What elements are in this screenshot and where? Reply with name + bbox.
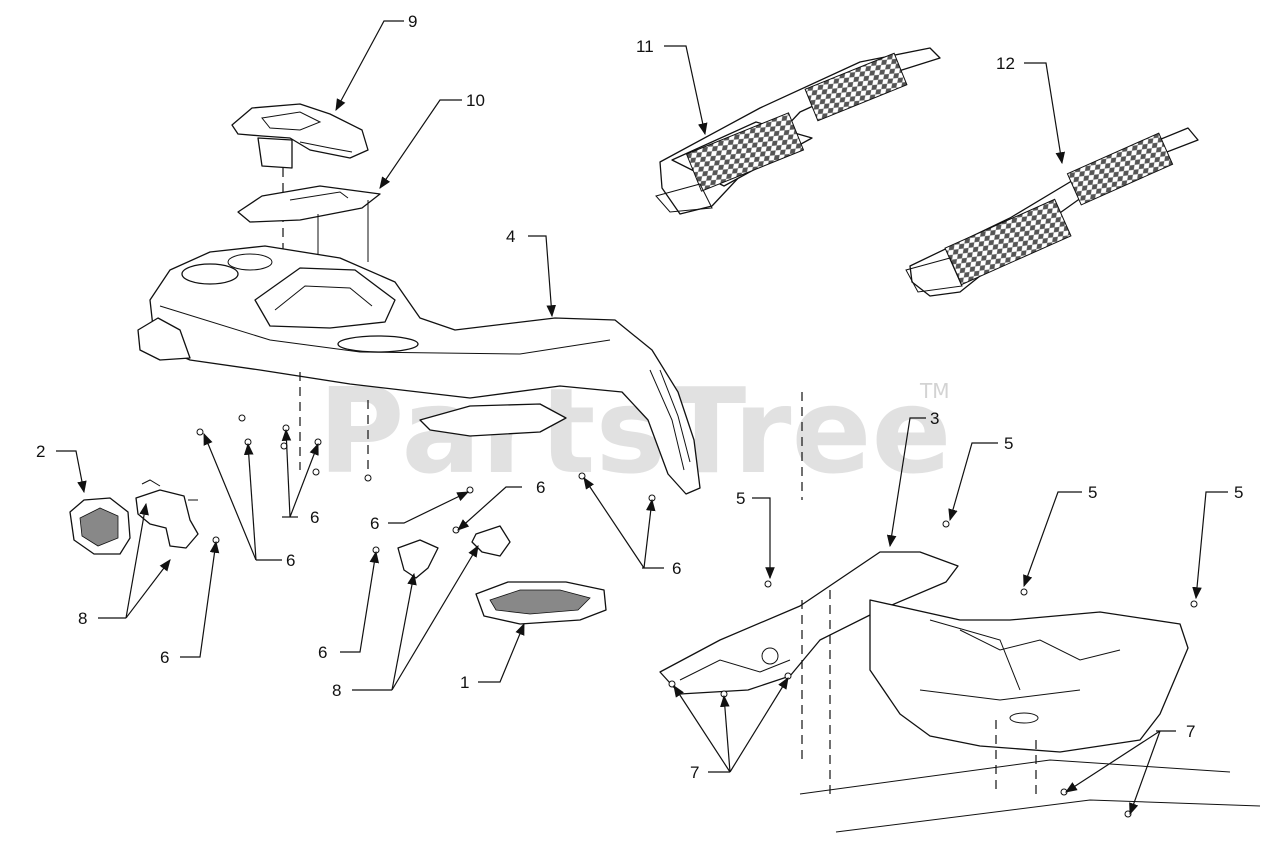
part-2-lens (69, 497, 131, 555)
callout-4: 4 (506, 227, 515, 246)
callout-6-d: 6 (536, 478, 545, 497)
callout-6-e: 6 (672, 559, 681, 578)
leader-lines (56, 20, 1228, 816)
callout-labels: 9 10 11 12 4 3 2 5 5 5 5 6 6 6 6 6 6 6 8… (36, 12, 1243, 782)
callout-8-a: 8 (78, 609, 87, 628)
callout-6-b: 6 (310, 508, 319, 527)
callout-9: 9 (408, 12, 417, 31)
callout-5-c: 5 (1088, 483, 1097, 502)
callout-2: 2 (36, 442, 45, 461)
part-1-lens (475, 581, 607, 625)
part-3-frame (659, 551, 1189, 753)
callout-5-d: 5 (1234, 483, 1243, 502)
part-12-footrest (905, 127, 1199, 297)
trademark-mark: TM (919, 379, 949, 403)
callout-5-a: 5 (736, 489, 745, 508)
ground-line-2 (835, 799, 1261, 833)
callout-10: 10 (466, 91, 485, 110)
callout-7-b: 7 (1186, 722, 1195, 741)
callout-11: 11 (636, 37, 654, 56)
callout-8-b: 8 (332, 681, 341, 700)
callout-12: 12 (996, 54, 1015, 73)
part-9-steering-cap (231, 103, 369, 169)
callout-6-g: 6 (318, 643, 327, 662)
part-11-footrest (655, 47, 941, 215)
part-8-bracket-center (397, 525, 511, 579)
callout-3: 3 (930, 409, 939, 428)
part-10-plate (237, 185, 381, 262)
part-8-bracket-left (135, 479, 199, 549)
callout-5-b: 5 (1004, 434, 1013, 453)
callout-1: 1 (460, 673, 469, 692)
callout-6-a: 6 (286, 551, 295, 570)
ground-line (799, 759, 1231, 795)
callout-6-f: 6 (160, 648, 169, 667)
callout-7-a: 7 (690, 763, 699, 782)
part-4-body (137, 245, 701, 495)
callout-6-c: 6 (370, 514, 379, 533)
